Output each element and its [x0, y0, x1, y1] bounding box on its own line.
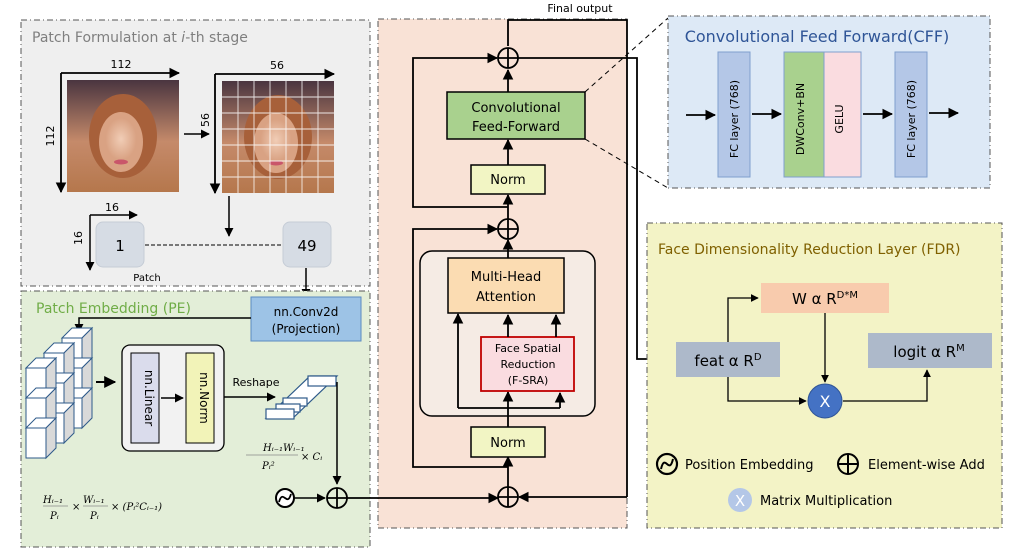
matrix-multiply-symbol: X [820, 392, 831, 411]
encoder-panel: Final output Norm Face Spatial Reduction… [347, 2, 678, 529]
reshape-label: Reshape [232, 376, 279, 389]
dwconv-bn-label: DWConv+BN [794, 83, 807, 155]
token-sequence-shape [264, 375, 339, 420]
input-dim-d2: Pᵢ [89, 511, 99, 522]
legend-matmul-symbol: X [735, 492, 745, 510]
add-icon-top [497, 47, 519, 69]
dwconv-bn-layer [783, 51, 825, 178]
cube-face [25, 427, 47, 459]
logit-vector-box [868, 333, 992, 368]
nn-linear-label: nn.Linear [142, 370, 156, 426]
gelu-layer [823, 51, 862, 178]
fsra-label-1: Face Spatial [495, 342, 561, 355]
legend-element-wise-add-icon [837, 453, 859, 475]
convolutional-feed-forward-box [446, 91, 586, 140]
nn-norm-box [185, 352, 215, 444]
face-image-original [67, 80, 179, 192]
cff-title: Convolutional Feed Forward(CFF) [685, 27, 950, 46]
weight-matrix-box [761, 283, 889, 313]
image2-height-label: 56 [199, 113, 212, 127]
final-output-label: Final output [547, 2, 613, 15]
add-icon-middle [497, 218, 519, 240]
feature-cube-stack [24, 326, 94, 460]
conv2d-projection-box [250, 296, 362, 342]
zoom-line-bottom [584, 138, 669, 189]
patch-first [95, 221, 145, 268]
position-embedding-icon [275, 488, 295, 508]
fdr-title: Face Dimensionality Reduction Layer (FDR… [658, 242, 961, 258]
fdr-panel: Face Dimensionality Reduction Layer (FDR… [646, 222, 1003, 529]
patch-caption: Patch [133, 273, 160, 284]
legend-position-embedding-icon [655, 452, 679, 476]
input-dim-tail: × (Pᵢ²Cᵢ₋₁) [111, 502, 162, 513]
reshaped-dim-den: Pᵢ² [261, 461, 275, 472]
legend-matrix-multiplication-icon: X [728, 488, 752, 512]
legend-position-embedding: Position Embedding [685, 458, 813, 473]
patch-first-label: 1 [115, 237, 125, 255]
patch-formulation-title: Patch Formulation at i-th stage [32, 30, 248, 46]
cff-detail-panel: Convolutional Feed Forward(CFF) FC layer… [667, 15, 991, 189]
cff-label-1: Convolutional [471, 101, 560, 116]
nn-linear-box [130, 352, 160, 444]
image2-width-label: 56 [270, 59, 284, 72]
fc-layer-1 [717, 51, 751, 178]
patch-formulation-panel: Patch Formulation at i-th stage 112 112 … [20, 19, 371, 298]
legend-element-wise-add: Element-wise Add [868, 458, 985, 473]
nn-norm-label: nn.Norm [197, 372, 211, 424]
zoom-line-top [584, 17, 669, 93]
image1-height-label: 112 [44, 126, 57, 147]
image1-width-label: 112 [111, 58, 132, 71]
patch-width-label: 16 [105, 201, 119, 214]
gelu-label: GELU [833, 104, 846, 133]
input-dim-d1: Pᵢ [49, 511, 59, 522]
fc-layer-2 [894, 51, 928, 178]
cff-label-2: Feed-Forward [472, 120, 560, 135]
face-image-patched [222, 81, 334, 193]
input-dim-n2: Wᵢ₋₁ [83, 495, 105, 506]
reshaped-dim-formula: Hᵢ₋₁Wᵢ₋₁ [262, 443, 305, 454]
add-icon-bottom [497, 486, 519, 508]
norm-bottom-label: Norm [490, 436, 525, 451]
patch-last [282, 221, 332, 268]
fc-layer-1-label: FC layer (768) [728, 80, 741, 158]
weight-matrix-label: W α RD*M [792, 290, 858, 308]
mha-label-2: Attention [476, 290, 536, 305]
input-dim-n1: Hᵢ₋₁ [42, 495, 63, 506]
patch-height-label: 16 [72, 231, 85, 245]
feature-vector-box [676, 342, 780, 377]
patch-embedding-panel: Patch Embedding (PE) nn.Conv2d (Projecti… [20, 290, 371, 548]
logit-vector-label: logit α RM [893, 343, 964, 361]
fsra-label-3: (F-SRA) [508, 374, 549, 387]
feature-vector-label: feat α RD [694, 352, 761, 370]
norm-box-bottom [470, 426, 546, 458]
legend: Position Embedding Element-wise Add X Ma… [655, 452, 985, 512]
times-sign: × [72, 502, 80, 513]
add-icon-pe [326, 487, 348, 509]
legend-matrix-multiplication: Matrix Multiplication [760, 494, 892, 509]
reshaped-dim-tail: × Cᵢ [301, 452, 322, 463]
multi-head-attention-box [447, 257, 565, 314]
conv2d-label: nn.Conv2d [274, 305, 339, 319]
fsra-label-2: Reduction [501, 358, 556, 371]
matrix-multiply-node: X [807, 383, 843, 419]
norm-top-label: Norm [490, 173, 525, 188]
patch-last-label: 49 [297, 237, 316, 255]
patch-embedding-title: Patch Embedding (PE) [36, 301, 191, 317]
projection-label: (Projection) [272, 322, 341, 336]
mha-label-1: Multi-Head [471, 270, 541, 285]
face-spatial-reduction-box [480, 336, 575, 392]
fc-layer-2-label: FC layer (768) [905, 80, 918, 158]
